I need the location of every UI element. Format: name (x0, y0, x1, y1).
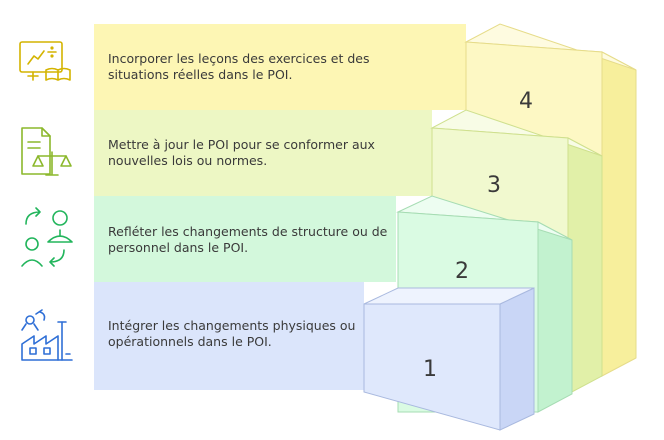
lesson-book-icon (19, 41, 71, 81)
step-number-3: 3 (487, 173, 501, 198)
step-text-2: Refléter les changements de structure ou… (108, 224, 388, 255)
step-text-4: Incorporer les leçons des exercices et d… (108, 51, 370, 82)
band-step-2 (94, 196, 396, 282)
step-text-3: Mettre à jour le POI pour se conformer a… (108, 137, 375, 168)
step-number-2: 2 (455, 259, 469, 284)
band-step-1 (94, 282, 364, 390)
step-number-1: 1 (423, 357, 437, 382)
step-block-1 (363, 287, 535, 431)
band-step-3 (94, 110, 432, 196)
step-number-4: 4 (519, 89, 533, 114)
people-change-icon (21, 207, 73, 267)
step-text-1: Intégrer les changements physiques ou op… (108, 318, 356, 349)
legal-scale-icon (21, 127, 72, 176)
band-step-4 (94, 24, 466, 110)
factory-icon (21, 309, 73, 361)
